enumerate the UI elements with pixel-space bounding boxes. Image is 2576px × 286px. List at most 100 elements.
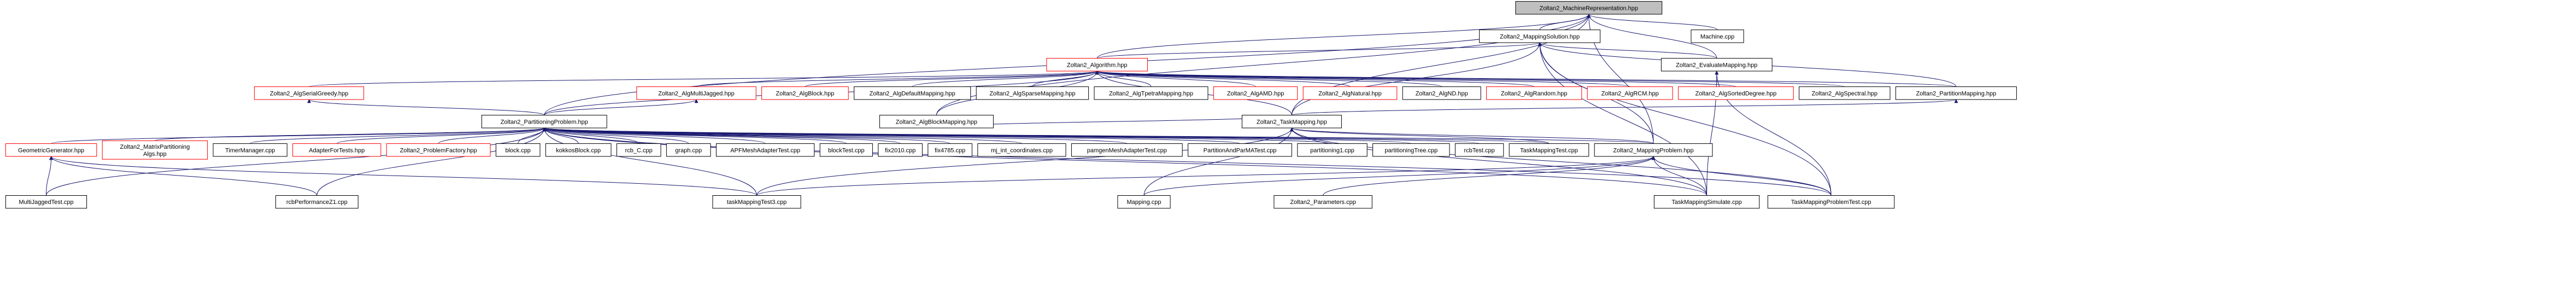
edge-task_mapping_simulate-to-partitioning_problem xyxy=(542,127,1707,196)
edge-machine_cpp-to-root xyxy=(1587,14,1718,31)
node-rcb-perf[interactable]: rcbPerformanceZ1.cpp xyxy=(275,195,359,209)
edge-amd-to-algorithm xyxy=(1095,71,1256,87)
node-box xyxy=(5,195,87,209)
node-mj-int-coords[interactable]: mj_int_coordinates.cpp xyxy=(977,143,1066,157)
node-box xyxy=(1767,195,1895,209)
node-task-mapping-problem-test[interactable]: TaskMappingProblemTest.cpp xyxy=(1767,195,1895,209)
node-task-mapping[interactable]: Zoltan2_TaskMapping.hpp xyxy=(1241,115,1342,129)
node-box xyxy=(1213,86,1298,100)
dependency-edges xyxy=(46,14,1958,196)
node-serial-greedy[interactable]: Zoltan2_AlgSerialGreedy.hpp xyxy=(254,86,365,100)
node-box xyxy=(1678,86,1794,100)
node-label: mj_int_coordinates.cpp xyxy=(991,147,1053,154)
node-amd[interactable]: Zoltan2_AlgAMD.hpp xyxy=(1213,86,1298,100)
node-fix2010[interactable]: fix2010.cpp xyxy=(878,143,923,157)
edge-partitioning_problem-to-multijagged xyxy=(544,99,699,116)
node-label: Zoltan2_ProblemFactory.hpp xyxy=(400,147,477,154)
node-default-mapping[interactable]: Zoltan2_AlgDefaultMapping.hpp xyxy=(854,86,971,100)
node-partitioning-problem[interactable]: Zoltan2_PartitioningProblem.hpp xyxy=(481,115,607,129)
edge-mapping_problem-to-partitioning_problem xyxy=(543,127,1654,144)
node-box xyxy=(254,86,365,100)
edge-task_mapping_test3-to-mapping_problem xyxy=(756,156,1656,196)
node-spectral[interactable]: Zoltan2_AlgSpectral.hpp xyxy=(1799,86,1891,100)
node-algorithm[interactable]: Zoltan2_Algorithm.hpp xyxy=(1046,58,1148,72)
edge-afp_mesh-to-partitioning_problem xyxy=(542,127,766,144)
node-task-mapping-simulate[interactable]: TaskMappingSimulate.cpp xyxy=(1653,195,1760,209)
node-label: taskMappingTest3.cpp xyxy=(727,199,787,206)
node-label: Zoltan2_AlgAMD.hpp xyxy=(1227,90,1284,97)
node-timer-manager[interactable]: TimerManager.cpp xyxy=(213,143,287,157)
edge-evaluate_mapping-to-mapping_solution xyxy=(1538,42,1717,59)
node-kokkos-block[interactable]: kokkosBlock.cpp xyxy=(545,143,612,157)
node-label: Zoltan2_EvaluateMapping.hpp xyxy=(1676,62,1757,68)
edge-algorithm-to-root xyxy=(1096,14,1591,59)
node-tpetra-mapping[interactable]: Zoltan2_AlgTpetraMapping.hpp xyxy=(1094,86,1208,100)
node-multijagged-test[interactable]: MultiJaggedTest.cpp xyxy=(5,195,87,209)
node-natural[interactable]: Zoltan2_AlgNatural.hpp xyxy=(1302,86,1398,100)
edge-task_mapping_problem_test-to-mapping_problem xyxy=(1651,156,1832,196)
node-afp-mesh[interactable]: APFMeshAdapterTest.cpp xyxy=(715,143,815,157)
node-box xyxy=(1479,30,1601,43)
node-task-mapping-test3[interactable]: taskMappingTest3.cpp xyxy=(712,195,801,209)
edge-serial_greedy-to-algorithm xyxy=(309,71,1099,87)
node-task-mapping-test[interactable]: TaskMappingTest.cpp xyxy=(1509,143,1589,157)
edge-task_mapping_problem_test-to-mapping_solution xyxy=(1538,42,1832,196)
node-label: blockTest.cpp xyxy=(828,147,865,154)
node-sorted-degree[interactable]: Zoltan2_AlgSortedDegree.hpp xyxy=(1678,86,1794,100)
node-partitioning1[interactable]: partitioning1.cpp xyxy=(1297,143,1368,157)
node-box xyxy=(1274,195,1372,209)
node-label: rcbPerformanceZ1.cpp xyxy=(286,199,348,206)
node-multijagged[interactable]: Zoltan2_AlgMultiJagged.hpp xyxy=(636,86,756,100)
edge-task_mapping_simulate-to-mapping_problem xyxy=(1651,156,1707,196)
edge-task_mapping-to-partition_mapping xyxy=(1291,99,1958,116)
edge-sorted_degree-to-algorithm xyxy=(1095,71,1736,87)
edge-rcm-to-algorithm xyxy=(1095,71,1630,87)
node-block-cpp[interactable]: block.cpp xyxy=(495,143,541,157)
node-rcm[interactable]: Zoltan2_AlgRCM.hpp xyxy=(1587,86,1673,100)
node-block-test[interactable]: blockTest.cpp xyxy=(819,143,873,157)
node-box xyxy=(715,143,815,157)
node-rcb-c[interactable]: rcb_C.cpp xyxy=(616,143,661,157)
node-machine-cpp[interactable]: Machine.cpp xyxy=(1691,30,1744,43)
node-mapping-solution[interactable]: Zoltan2_MappingSolution.hpp xyxy=(1479,30,1601,43)
node-problem-factory[interactable]: Zoltan2_ProblemFactory.hpp xyxy=(386,143,491,157)
node-graph-cpp[interactable]: graph.cpp xyxy=(666,143,711,157)
node-label: Zoltan2_AlgBlock.hpp xyxy=(776,90,834,97)
node-label: Machine.cpp xyxy=(1700,33,1734,40)
node-random[interactable]: Zoltan2_AlgRandom.hpp xyxy=(1486,86,1582,100)
node-partition-mapping[interactable]: Zoltan2_PartitionMapping.hpp xyxy=(1895,86,2017,100)
node-box xyxy=(1515,1,1663,15)
node-pamgen-mesh[interactable]: pamgenMeshAdapterTest.cpp xyxy=(1071,143,1183,157)
node-box xyxy=(275,195,359,209)
node-fix4785[interactable]: fix4785.cpp xyxy=(928,143,972,157)
node-adapter-for-tests[interactable]: AdapterForTests.hpp xyxy=(292,143,382,157)
node-algblock[interactable]: Zoltan2_AlgBlock.hpp xyxy=(761,86,849,100)
node-box xyxy=(1188,143,1292,157)
node-label: Zoltan2_AlgSortedDegree.hpp xyxy=(1695,90,1777,97)
node-label: pamgenMeshAdapterTest.cpp xyxy=(1087,147,1167,154)
node-rcb-test[interactable]: rcbTest.cpp xyxy=(1454,143,1504,157)
node-parameters[interactable]: Zoltan2_Parameters.cpp xyxy=(1274,195,1372,209)
node-root[interactable]: Zoltan2_MachineRepresentation.hpp xyxy=(1515,1,1663,15)
node-box xyxy=(292,143,382,157)
edge-nd-to-algorithm xyxy=(1095,71,1442,87)
edge-partition_mapping-to-algorithm xyxy=(1095,71,1957,87)
node-block-mapping[interactable]: Zoltan2_AlgBlockMapping.hpp xyxy=(879,115,994,129)
node-label: Zoltan2_MappingProblem.hpp xyxy=(1613,147,1693,154)
node-mapping-problem[interactable]: Zoltan2_MappingProblem.hpp xyxy=(1594,143,1713,157)
node-label: Mapping.cpp xyxy=(1127,199,1161,206)
node-box xyxy=(878,143,923,157)
node-box xyxy=(1372,143,1450,157)
node-box xyxy=(1660,58,1773,72)
node-nd[interactable]: Zoltan2_AlgND.hpp xyxy=(1402,86,1481,100)
node-box xyxy=(854,86,971,100)
node-label: Zoltan2_MappingSolution.hpp xyxy=(1500,33,1580,40)
node-geometric-generator[interactable]: GeometricGenerator.hpp xyxy=(5,143,97,157)
node-sparse-mapping[interactable]: Zoltan2_AlgSparseMapping.hpp xyxy=(976,86,1089,100)
node-evaluate-mapping[interactable]: Zoltan2_EvaluateMapping.hpp xyxy=(1660,58,1773,72)
node-partitioning-tree[interactable]: partitioningTree.cpp xyxy=(1372,143,1450,157)
node-mapping-cpp[interactable]: Mapping.cpp xyxy=(1117,195,1171,209)
node-partition-and-parma[interactable]: PartitionAndParMATest.cpp xyxy=(1188,143,1292,157)
node-box xyxy=(1402,86,1481,100)
